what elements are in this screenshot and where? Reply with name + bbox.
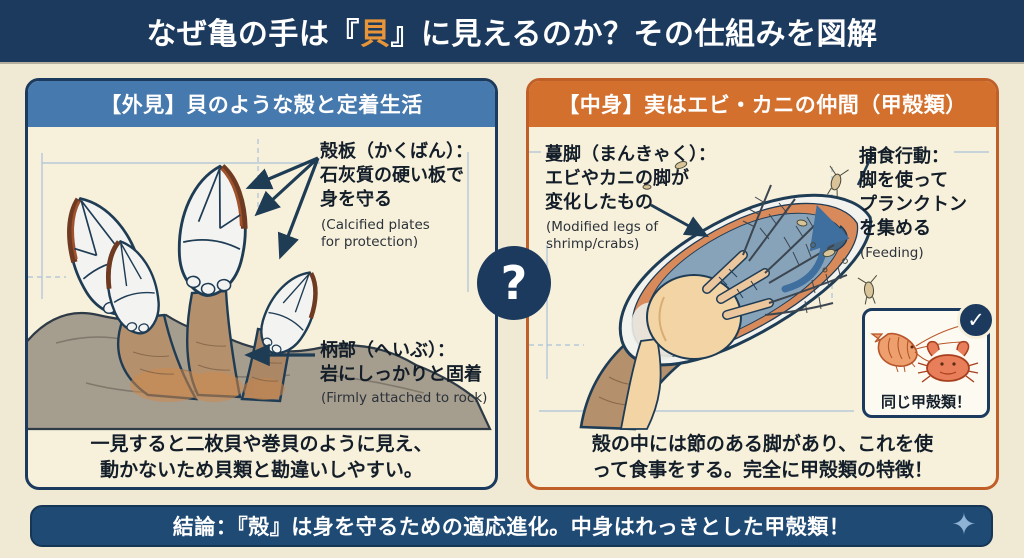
stalk-label-en: (Firmly attached to rock) (321, 390, 488, 406)
barnacle-exterior-illustration (28, 139, 492, 431)
plankton-icons (642, 161, 878, 305)
shell-plate-label-jp: 殻板（かくばん）： 石灰質の硬い板で 身を守る (320, 141, 473, 210)
page-title-suffix: 』に見えるのか？その仕組みを図解 (390, 17, 878, 52)
conclusion-text: 結論：『殻』は身を守るための適応進化。中身はれっきとした甲殻類！ (172, 515, 851, 539)
page-title-highlight: 貝 (359, 17, 391, 52)
feeding-arrow (781, 205, 850, 293)
barnacle-plates (67, 164, 318, 355)
sparkle-icon: ✦ (951, 507, 977, 543)
shell-plate-arrows (245, 156, 320, 260)
conclusion-bar: 結論：『殻』は身を守るための適応進化。中身はれっきとした甲殻類！ ✦ (30, 505, 993, 547)
page-title: なぜ亀の手は『貝』に見えるのか？その仕組みを図解 (146, 9, 877, 53)
cirri-label-jp: 蔓脚（まんきゃく）： エビやカニの脚が 変化したもの (545, 144, 716, 213)
cirri-label-en: (Modified legs of shrimp/crabs) (546, 219, 659, 252)
exterior-caption: 一見すると二枚貝や巻貝のように見え、 動かないため貝類と勘違いしやすい。 (90, 432, 433, 481)
exterior-panel-body: 殻板（かくばん）： 石灰質の硬い板で 身を守る (Calcified plate… (28, 127, 495, 487)
page-title-prefix: なぜ亀の手は『 (146, 17, 360, 52)
interior-panel-body: 蔓脚（まんきゃく）： エビやカニの脚が 変化したもの (Modified leg… (529, 127, 996, 487)
shrimp-icon (870, 325, 967, 373)
crab-icon (917, 340, 979, 383)
title-bar: なぜ亀の手は『貝』に見えるのか？その仕組みを図解 (0, 0, 1024, 62)
feeding-label-jp: 捕食行動： 脚を使って プランクトン を集める (859, 146, 967, 239)
exterior-panel: 【外見】貝のような殻と定着生活 (25, 78, 498, 490)
feeding-leader-line (856, 152, 875, 186)
barnacle-cross-section-illustration (529, 151, 989, 431)
check-icon: ✓ (957, 301, 995, 339)
crustacean-box-label: 同じ甲殻類！ (880, 393, 971, 411)
interior-panel: 【中身】実はエビ・カニの仲間（甲殻類） (526, 78, 999, 490)
stalk-shading (130, 368, 285, 402)
exterior-panel-title: 【外見】貝のような殻と定着生活 (28, 81, 495, 127)
crustacean-box: 同じ甲殻類！ ✓ (862, 301, 995, 418)
question-icon: ? (477, 246, 551, 320)
cirri-arrow (650, 203, 709, 238)
feeding-label-en: (Feeding) (860, 245, 924, 261)
stalk-label-jp: 柄部（へいぶ）： 岩にしっかりと固着 (320, 340, 482, 385)
interior-caption: 殻の中には節のある脚があり、これを使 って食事をする。完全に甲殻類の特徴！ (591, 432, 934, 481)
interior-panel-title: 【中身】実はエビ・カニの仲間（甲殻類） (529, 81, 996, 127)
shrimp-and-crab-illustration (870, 325, 979, 383)
shell-plate-label-en: (Calcified plates for protection) (321, 217, 430, 250)
leg-segments (702, 250, 774, 320)
